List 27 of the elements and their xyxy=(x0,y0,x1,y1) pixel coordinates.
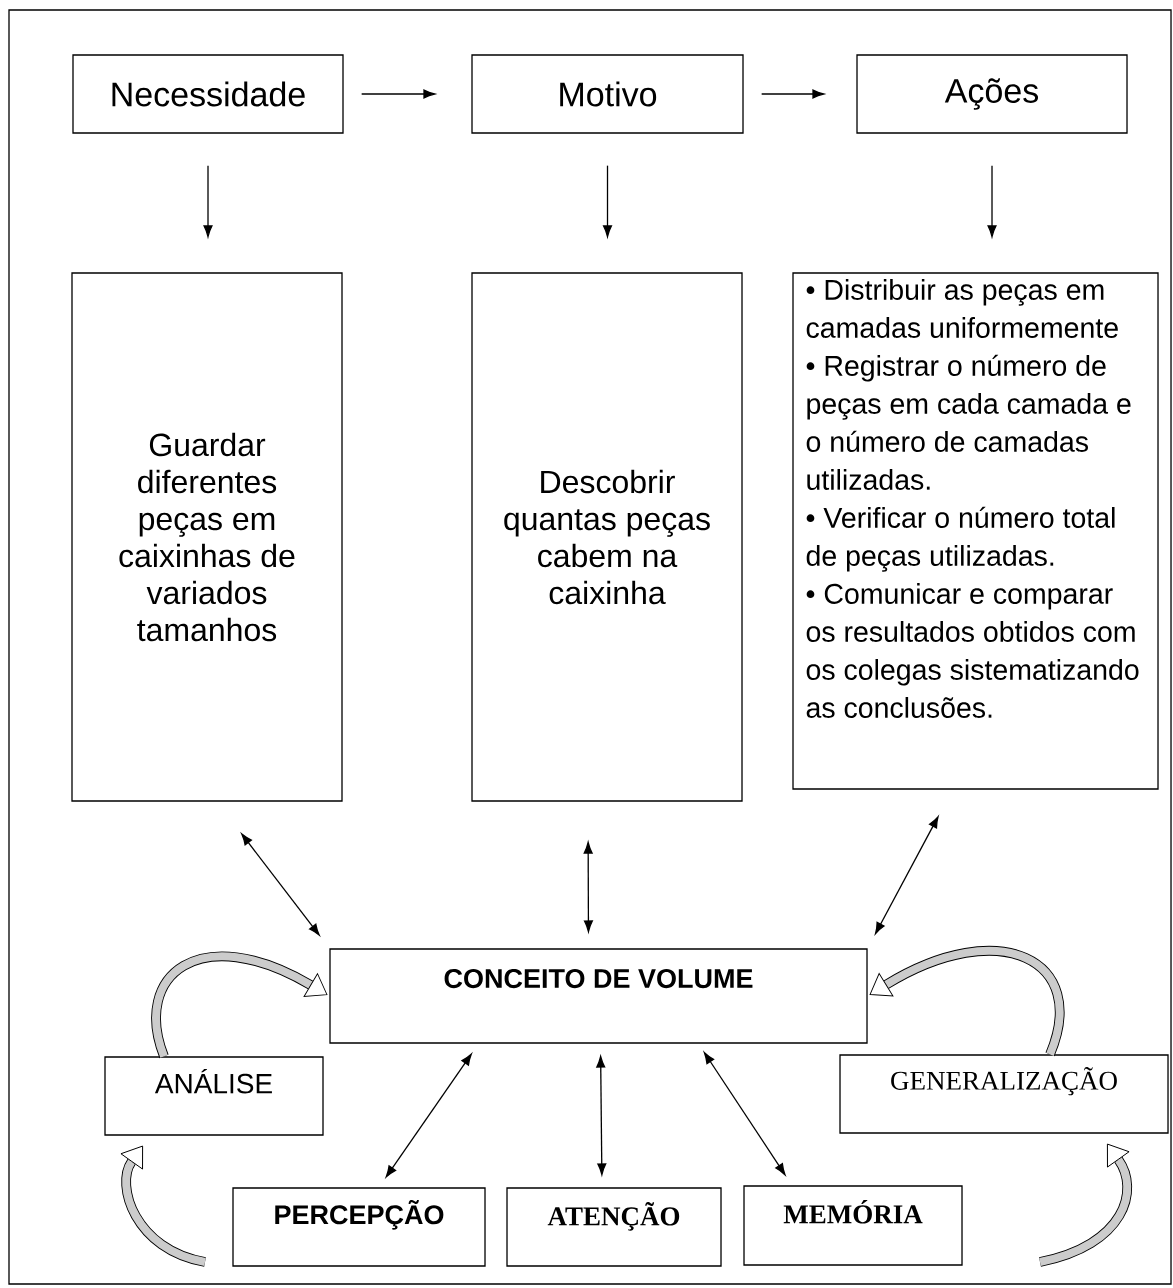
arrow xyxy=(602,165,613,238)
curved-block-arrow xyxy=(869,946,1065,1056)
step-box: Necessidade xyxy=(72,54,344,134)
process-box: PERCEPÇÃO xyxy=(232,1187,486,1267)
process-box: MEMÓRIA xyxy=(743,1185,963,1266)
curved-block-arrow xyxy=(1038,1143,1133,1267)
curved-block-arrow xyxy=(151,951,328,1058)
arrow xyxy=(874,816,939,935)
arrow xyxy=(203,165,213,238)
process-box: GENERALIZAÇÃO xyxy=(839,1054,1169,1134)
arrow xyxy=(361,89,436,99)
text-box: Descobrir quantas peças cabem na caixinha xyxy=(471,272,743,802)
process-box: ANÁLISE xyxy=(104,1056,324,1136)
concept-box: CONCEITO DE VOLUME xyxy=(329,948,868,1044)
arrow xyxy=(583,841,593,933)
step-box: Ações xyxy=(856,54,1128,134)
step-box: Motivo xyxy=(471,54,744,134)
list-box: • Distribuir as peças em camadas uniformemente • Registrar o número de peças em cada camada e o número de camadas utilizadas. • Verificar o número total de peças utilizadas. • Comunicar e comparar os resultados obtidos com os colegas sistematizando as conclusões. xyxy=(792,272,1159,790)
arrow xyxy=(241,833,320,936)
arrow xyxy=(761,89,825,99)
arrow xyxy=(987,165,997,238)
arrow xyxy=(596,1055,607,1176)
process-box: ATENÇÃO xyxy=(506,1187,722,1267)
arrow xyxy=(703,1052,786,1176)
arrow xyxy=(385,1053,472,1178)
curved-block-arrow xyxy=(120,1145,207,1267)
text-box: Guardar diferentes peças em caixinhas de variados tamanhos xyxy=(71,272,343,802)
